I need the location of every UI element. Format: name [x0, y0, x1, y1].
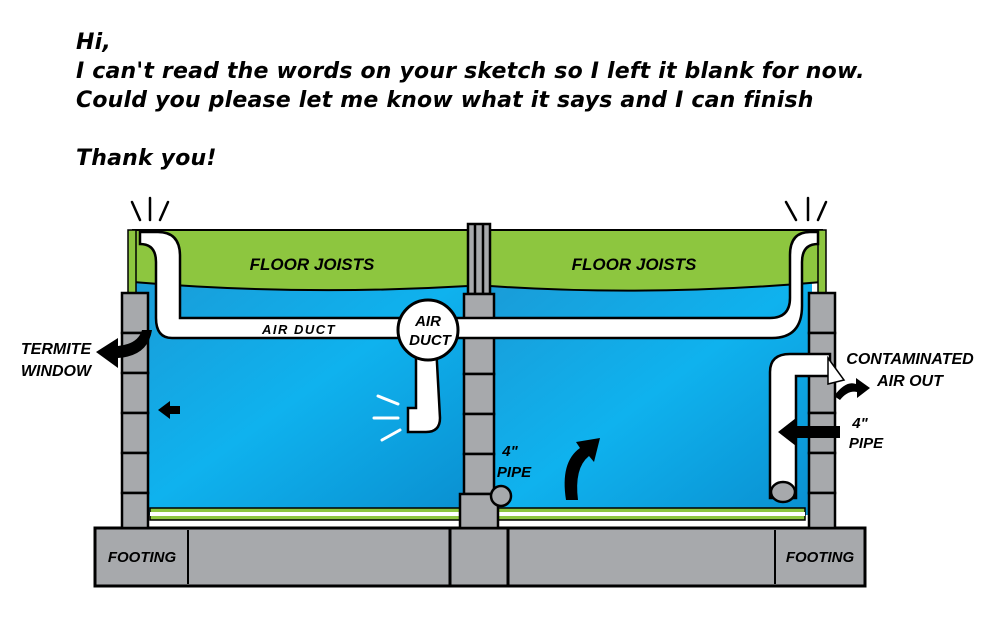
termite-window-label-top: TERMITE	[21, 341, 93, 358]
footing-right-label: FOOTING	[786, 549, 855, 566]
contaminated-air-arrow-icon	[834, 378, 870, 400]
right-vertical-pipe	[768, 352, 832, 500]
center-footing-block	[448, 526, 510, 588]
drop-duct	[406, 343, 442, 434]
contaminated-label-top: CONTAMINATED	[846, 351, 974, 368]
corner-burst-left-icon	[130, 196, 170, 222]
pipe-center-size-label: 4"	[501, 443, 518, 460]
right-block-column	[807, 291, 837, 530]
termite-window-arrow-icon	[96, 330, 152, 368]
pipe-right-size-label: 4"	[851, 415, 868, 432]
pipe-right-label: PIPE	[849, 435, 884, 452]
small-left-arrow-icon	[158, 401, 180, 419]
air-duct-circle	[396, 298, 460, 362]
note-thank-you: Thank you!	[76, 146, 217, 171]
floor-joists-right-band	[489, 229, 823, 292]
center-block-column	[458, 222, 500, 530]
air-duct-pipe	[138, 230, 820, 340]
floor-joists-left-label: FLOOR JOISTS	[250, 255, 375, 274]
upward-curved-arrow-icon	[564, 438, 600, 500]
air-burst-icon	[372, 394, 402, 442]
floor-joists-right-label: FLOOR JOISTS	[572, 255, 697, 274]
termite-window-label-bottom: WINDOW	[21, 363, 93, 380]
center-pipe-end	[489, 484, 513, 508]
air-duct-circle-label-bottom: DUCT	[409, 332, 452, 349]
contaminated-label-bottom: AIR OUT	[876, 373, 944, 390]
right-pipe-end	[769, 480, 797, 504]
vent-flap-icon	[827, 355, 846, 385]
corner-burst-right-icon	[784, 196, 828, 222]
footing-left-label: FOOTING	[108, 549, 177, 566]
note-line-cant-read: I can't read the words on your sketch so…	[76, 59, 865, 84]
air-duct-circle-label-top: AIR	[414, 313, 441, 330]
pipe-center-label: PIPE	[497, 464, 532, 481]
left-block-column	[120, 291, 150, 530]
note-greeting: Hi,	[76, 30, 111, 55]
note-line-please-let-me-know: Could you please let me know what it say…	[76, 88, 814, 113]
crawlspace-right	[490, 275, 812, 515]
air-duct-label: AIR DUCT	[261, 322, 336, 337]
handwritten-note: Hi, I can't read the words on your sketc…	[76, 28, 976, 173]
right-pipe-inlet-arrow-icon	[778, 418, 840, 446]
